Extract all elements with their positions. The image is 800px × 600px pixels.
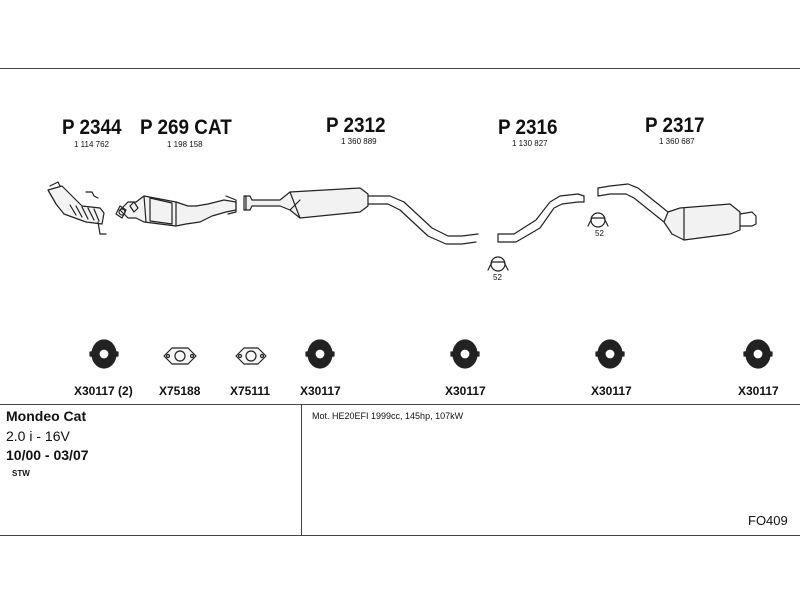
oe-number-5: 1 360 687 bbox=[659, 137, 695, 146]
gasket-icon-1 bbox=[163, 347, 197, 365]
accessory-label-6: X30117 bbox=[591, 384, 632, 398]
hanger-52-drawing-1 bbox=[487, 256, 509, 272]
intermediate-pipe-drawing bbox=[497, 193, 585, 243]
vehicle-body: STW bbox=[12, 469, 30, 478]
oe-number-1: 1 114 762 bbox=[74, 140, 109, 149]
diagram-code: FO409 bbox=[748, 513, 788, 528]
rubber-mount-icon-3 bbox=[450, 339, 480, 369]
accessory-label-3: X75111 bbox=[230, 384, 271, 398]
center-silencer-drawing bbox=[243, 187, 479, 245]
catalytic-converter-drawing bbox=[115, 195, 237, 227]
accessory-label-4: X30117 bbox=[300, 384, 341, 398]
rear-silencer-drawing bbox=[597, 183, 757, 241]
oe-number-2: 1 198 158 bbox=[167, 140, 203, 149]
rubber-mount-icon-5 bbox=[743, 339, 773, 369]
hanger-size-label-2: 52 bbox=[595, 229, 604, 238]
accessory-label-7: X30117 bbox=[738, 384, 779, 398]
part-number-5: P 2317 bbox=[645, 114, 705, 137]
oe-number-4: 1 130 827 bbox=[512, 139, 548, 148]
part-number-1: P 2344 bbox=[62, 116, 122, 139]
engine-spec: Mot. HE20EFI 1999cc, 145hp, 107kW bbox=[312, 411, 464, 421]
hanger-size-label-1: 52 bbox=[493, 273, 502, 282]
vehicle-model: Mondeo Cat bbox=[6, 408, 87, 424]
oe-number-3: 1 360 889 bbox=[341, 137, 377, 146]
info-divider bbox=[0, 404, 800, 405]
accessory-label-1: X30117 (2) bbox=[74, 384, 133, 398]
vehicle-years: 10/00 - 03/07 bbox=[6, 447, 89, 463]
accessory-label-2: X75188 bbox=[159, 384, 201, 398]
part-number-3: P 2312 bbox=[326, 114, 386, 137]
info-column-divider bbox=[301, 404, 302, 535]
rubber-mount-icon-4 bbox=[595, 339, 625, 369]
rubber-mount-icon-1 bbox=[89, 339, 119, 369]
part-number-2: P 269 CAT bbox=[140, 116, 232, 139]
gasket-icon-2 bbox=[235, 347, 267, 365]
rubber-mount-icon-2 bbox=[305, 339, 335, 369]
accessory-label-5: X30117 bbox=[445, 384, 486, 398]
hanger-52-drawing-2 bbox=[587, 212, 609, 228]
front-pipe-drawing bbox=[47, 181, 107, 235]
diagram-frame bbox=[0, 68, 800, 536]
part-number-4: P 2316 bbox=[498, 116, 558, 139]
vehicle-engine: 2.0 i - 16V bbox=[6, 428, 70, 444]
